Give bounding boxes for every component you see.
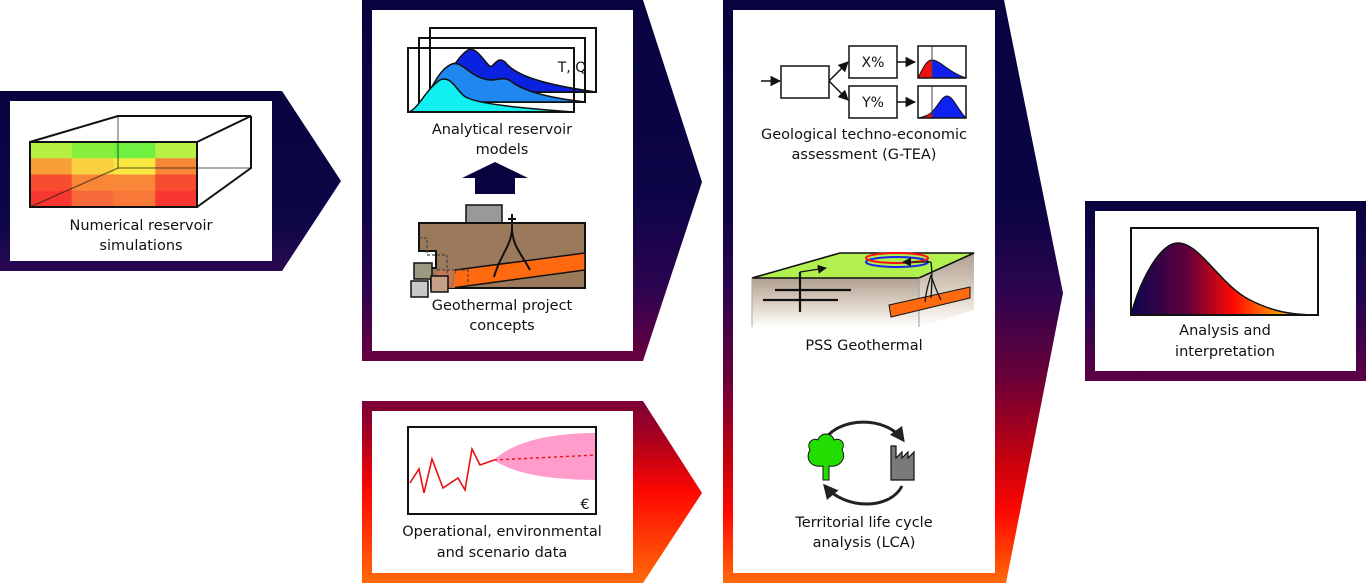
grid-cell [155,190,198,208]
grid-cell [155,174,198,192]
factory-icon [890,445,915,481]
grid-cell [71,190,114,208]
up-arrow-icon [462,162,528,194]
label-analytical-line1: Analytical reservoir [432,122,572,138]
currency-euro-icon: € [580,497,589,513]
branch-x-label: X% [862,55,885,71]
label-analysis-line2: interpretation [1175,344,1275,360]
gtea-decision-tree-icon: X% Y% [761,45,967,119]
analytical-curves-chart-icon: T, Q [407,27,597,113]
grid-cell [113,190,156,208]
label-numerical-line1: Numerical reservoir [69,218,212,234]
reservoir-grid-icon [29,115,252,208]
label-gtea-line1: Geological techno-economic [761,127,967,143]
grid-cell [113,158,156,175]
label-analytical-line2: models [476,142,529,158]
grid-cell [30,174,73,192]
panel-operational-data: € Operational, environmental and scenari… [362,401,702,583]
pss-geothermal-block-icon [751,252,975,327]
panel-numerical-simulations: Numerical reservoir simulations [0,91,341,271]
chart-annotation-tq: T, Q [557,60,586,76]
label-gtea-line2: assessment (G-TEA) [792,147,937,163]
label-pss-geothermal: PSS Geothermal [805,338,922,354]
grid-cell [155,158,198,175]
grid-cell [71,142,114,159]
geothermal-concept-icon [410,204,586,298]
branch-y-label: Y% [861,95,884,111]
distribution-x-icon [917,45,967,79]
grid-cell [155,142,198,159]
distribution-y-icon [917,85,967,119]
grid-cell [71,174,114,192]
label-lca-line1: Territorial life cycle [794,515,932,531]
label-operational-line2: and scenario data [437,545,568,561]
label-numerical-line2: simulations [99,238,182,254]
panel-assessment-tools: X% Y% Geological tech [723,0,1063,583]
grid-cell [71,158,114,175]
panel-analytical-models: T, Q Analytical reservoir models Geother… [362,0,702,361]
label-operational-line1: Operational, environmental [402,524,602,540]
result-distribution-chart-icon [1130,227,1319,316]
grid-cell [30,190,73,208]
grid-cell [30,158,73,175]
grid-cell [113,142,156,159]
label-geothermal-concepts-line2: concepts [469,318,534,334]
label-analysis-line1: Analysis and [1179,323,1271,339]
tree-icon [807,433,845,481]
grid-cell [30,142,73,159]
lca-cycle-icon [807,420,915,506]
price-forecast-chart-icon: € [407,426,597,515]
panel-analysis-interpretation: Analysis and interpretation [1085,201,1366,381]
label-geothermal-concepts-line1: Geothermal project [432,298,573,314]
grid-cell [113,174,156,192]
label-lca-line2: analysis (LCA) [813,535,916,551]
